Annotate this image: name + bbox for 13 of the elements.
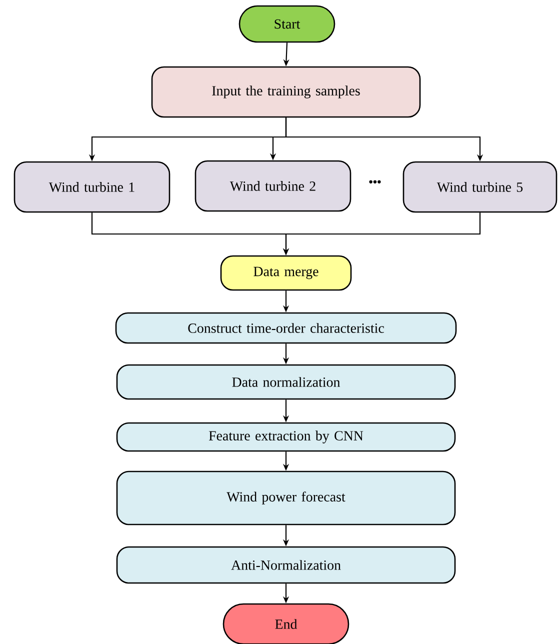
process-box: Wind power forecast <box>116 470 456 526</box>
process-box: Feature extraction by CNN <box>116 422 456 452</box>
process-box: Data normalization <box>116 364 456 400</box>
start-terminal: Start <box>238 5 336 43</box>
process-box: Construct time-order characteristic <box>115 312 457 344</box>
process-box: Wind turbine 1 <box>14 161 170 213</box>
end-terminal: End <box>222 603 350 644</box>
process-box: Wind turbine 2 <box>194 160 352 212</box>
ellipsis-label: ••• <box>369 180 381 184</box>
process-box: Anti-Normalization <box>116 546 456 584</box>
process-box: Data merge <box>220 255 352 291</box>
process-box: Input the training samples <box>151 66 421 118</box>
process-box: Wind turbine 5 <box>402 161 558 213</box>
